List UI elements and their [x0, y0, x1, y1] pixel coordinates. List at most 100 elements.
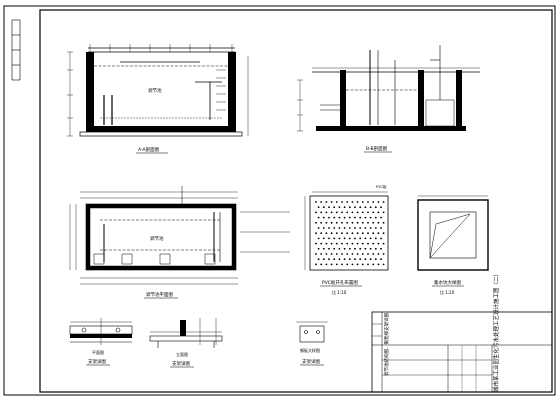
pvc-hole: [330, 242, 333, 245]
pvc-hole: [361, 263, 364, 266]
pvc-hole: [315, 232, 317, 235]
pvc-hole: [367, 263, 369, 266]
pvc-hole: [351, 242, 354, 245]
pvc-hole: [367, 201, 369, 203]
pvc-hole: [367, 211, 369, 214]
pvc-hole: [325, 211, 328, 214]
pvc-hole: [322, 227, 325, 229]
pvc-hole: [341, 221, 343, 224]
pvc-hole: [338, 206, 341, 209]
pvc-hole: [377, 221, 380, 224]
pvc-hole: [341, 211, 343, 214]
section-b-b: [297, 45, 480, 132]
binding-margin: [11, 19, 21, 81]
section-a-a-tank-label: 调节池: [148, 87, 162, 94]
support-detail-1-caption: 支架详图: [88, 358, 106, 365]
pvc-hole: [328, 258, 330, 261]
pvc-hole: [338, 258, 341, 261]
pvc-hole: [346, 211, 349, 214]
pvc-hole: [356, 232, 359, 235]
pvc-hole: [317, 258, 320, 261]
pvc-hole: [320, 211, 323, 214]
pvc-hole: [330, 232, 333, 235]
pvc-hole: [356, 253, 359, 255]
pvc-hole: [377, 232, 380, 235]
pvc-hole: [359, 206, 362, 209]
pit-detail-caption: 集水坑大样图: [434, 279, 461, 286]
pvc-hole: [341, 253, 343, 255]
pvc-hole: [354, 258, 356, 261]
pvc-hole: [382, 232, 385, 235]
pvc-hole: [382, 253, 385, 255]
section-a-a: [67, 44, 249, 137]
pvc-hole: [348, 216, 351, 219]
pvc-hole: [372, 253, 375, 255]
pvc-hole: [364, 227, 367, 229]
pvc-hole: [341, 242, 343, 245]
pvc-hole: [335, 242, 338, 245]
pvc-hole: [348, 258, 351, 261]
pvc-hole: [343, 216, 346, 219]
pvc-hole: [346, 201, 349, 203]
pvc-hole: [333, 227, 336, 229]
pvc-hole: [320, 221, 323, 224]
pvc-hole: [330, 211, 333, 214]
pvc-hole: [343, 227, 346, 229]
pvc-hole: [364, 237, 367, 240]
section-a-a-caption: A-A剖面图: [138, 146, 160, 153]
pvc-hole: [369, 227, 372, 229]
pvc-hole: [320, 253, 323, 255]
pvc-hole: [380, 206, 382, 209]
pvc-hole: [367, 242, 369, 245]
pvc-hole: [320, 263, 323, 266]
pvc-hole: [351, 253, 354, 255]
pvc-hole: [346, 263, 349, 266]
pvc-hole: [361, 253, 364, 255]
pvc-hole: [320, 242, 323, 245]
pvc-hole: [335, 211, 338, 214]
pvc-hole: [372, 221, 375, 224]
section-b-b-caption: B-B剖面图: [366, 145, 388, 152]
pvc-hole: [333, 258, 336, 261]
pvc-hole: [325, 201, 328, 203]
pvc-hole: [335, 253, 338, 255]
pvc-hole: [374, 237, 377, 240]
pvc-hole: [361, 242, 364, 245]
pvc-hole: [346, 242, 349, 245]
pvc-hole: [359, 237, 362, 240]
pvc-hole: [315, 221, 317, 224]
title-block: [371, 311, 553, 393]
pvc-hole: [377, 263, 380, 266]
inner-frame: [39, 9, 553, 393]
pit-detail-scale: 比 1:20: [440, 289, 455, 295]
pvc-hole: [341, 263, 343, 266]
pvc-hole: [351, 232, 354, 235]
pvc-hole: [351, 221, 354, 224]
pvc-hole: [380, 216, 382, 219]
pvc-hole: [333, 247, 336, 250]
pvc-hole: [377, 211, 380, 214]
pvc-hole: [372, 242, 375, 245]
pvc-hole: [364, 206, 367, 209]
pvc-hole: [346, 253, 349, 255]
pvc-hole: [346, 221, 349, 224]
pvc-hole: [356, 211, 359, 214]
pvc-hole: [348, 227, 351, 229]
pvc-hole: [377, 242, 380, 245]
pvc-hole: [330, 253, 333, 255]
pvc-hole: [382, 221, 385, 224]
pvc-hole: [328, 227, 330, 229]
pvc-hole: [317, 237, 320, 240]
pvc-hole: [338, 247, 341, 250]
pvc-hole: [343, 258, 346, 261]
pvc-hole: [372, 211, 375, 214]
pvc-hole: [343, 237, 346, 240]
plan-view-caption: 调节池平面图: [146, 291, 173, 298]
pvc-hole: [372, 232, 375, 235]
pvc-hole: [369, 247, 372, 250]
pvc-hole: [333, 216, 336, 219]
pvc-hole: [343, 247, 346, 250]
pvc-plate-scale: 比 1:10: [332, 289, 347, 295]
pvc-hole: [341, 232, 343, 235]
